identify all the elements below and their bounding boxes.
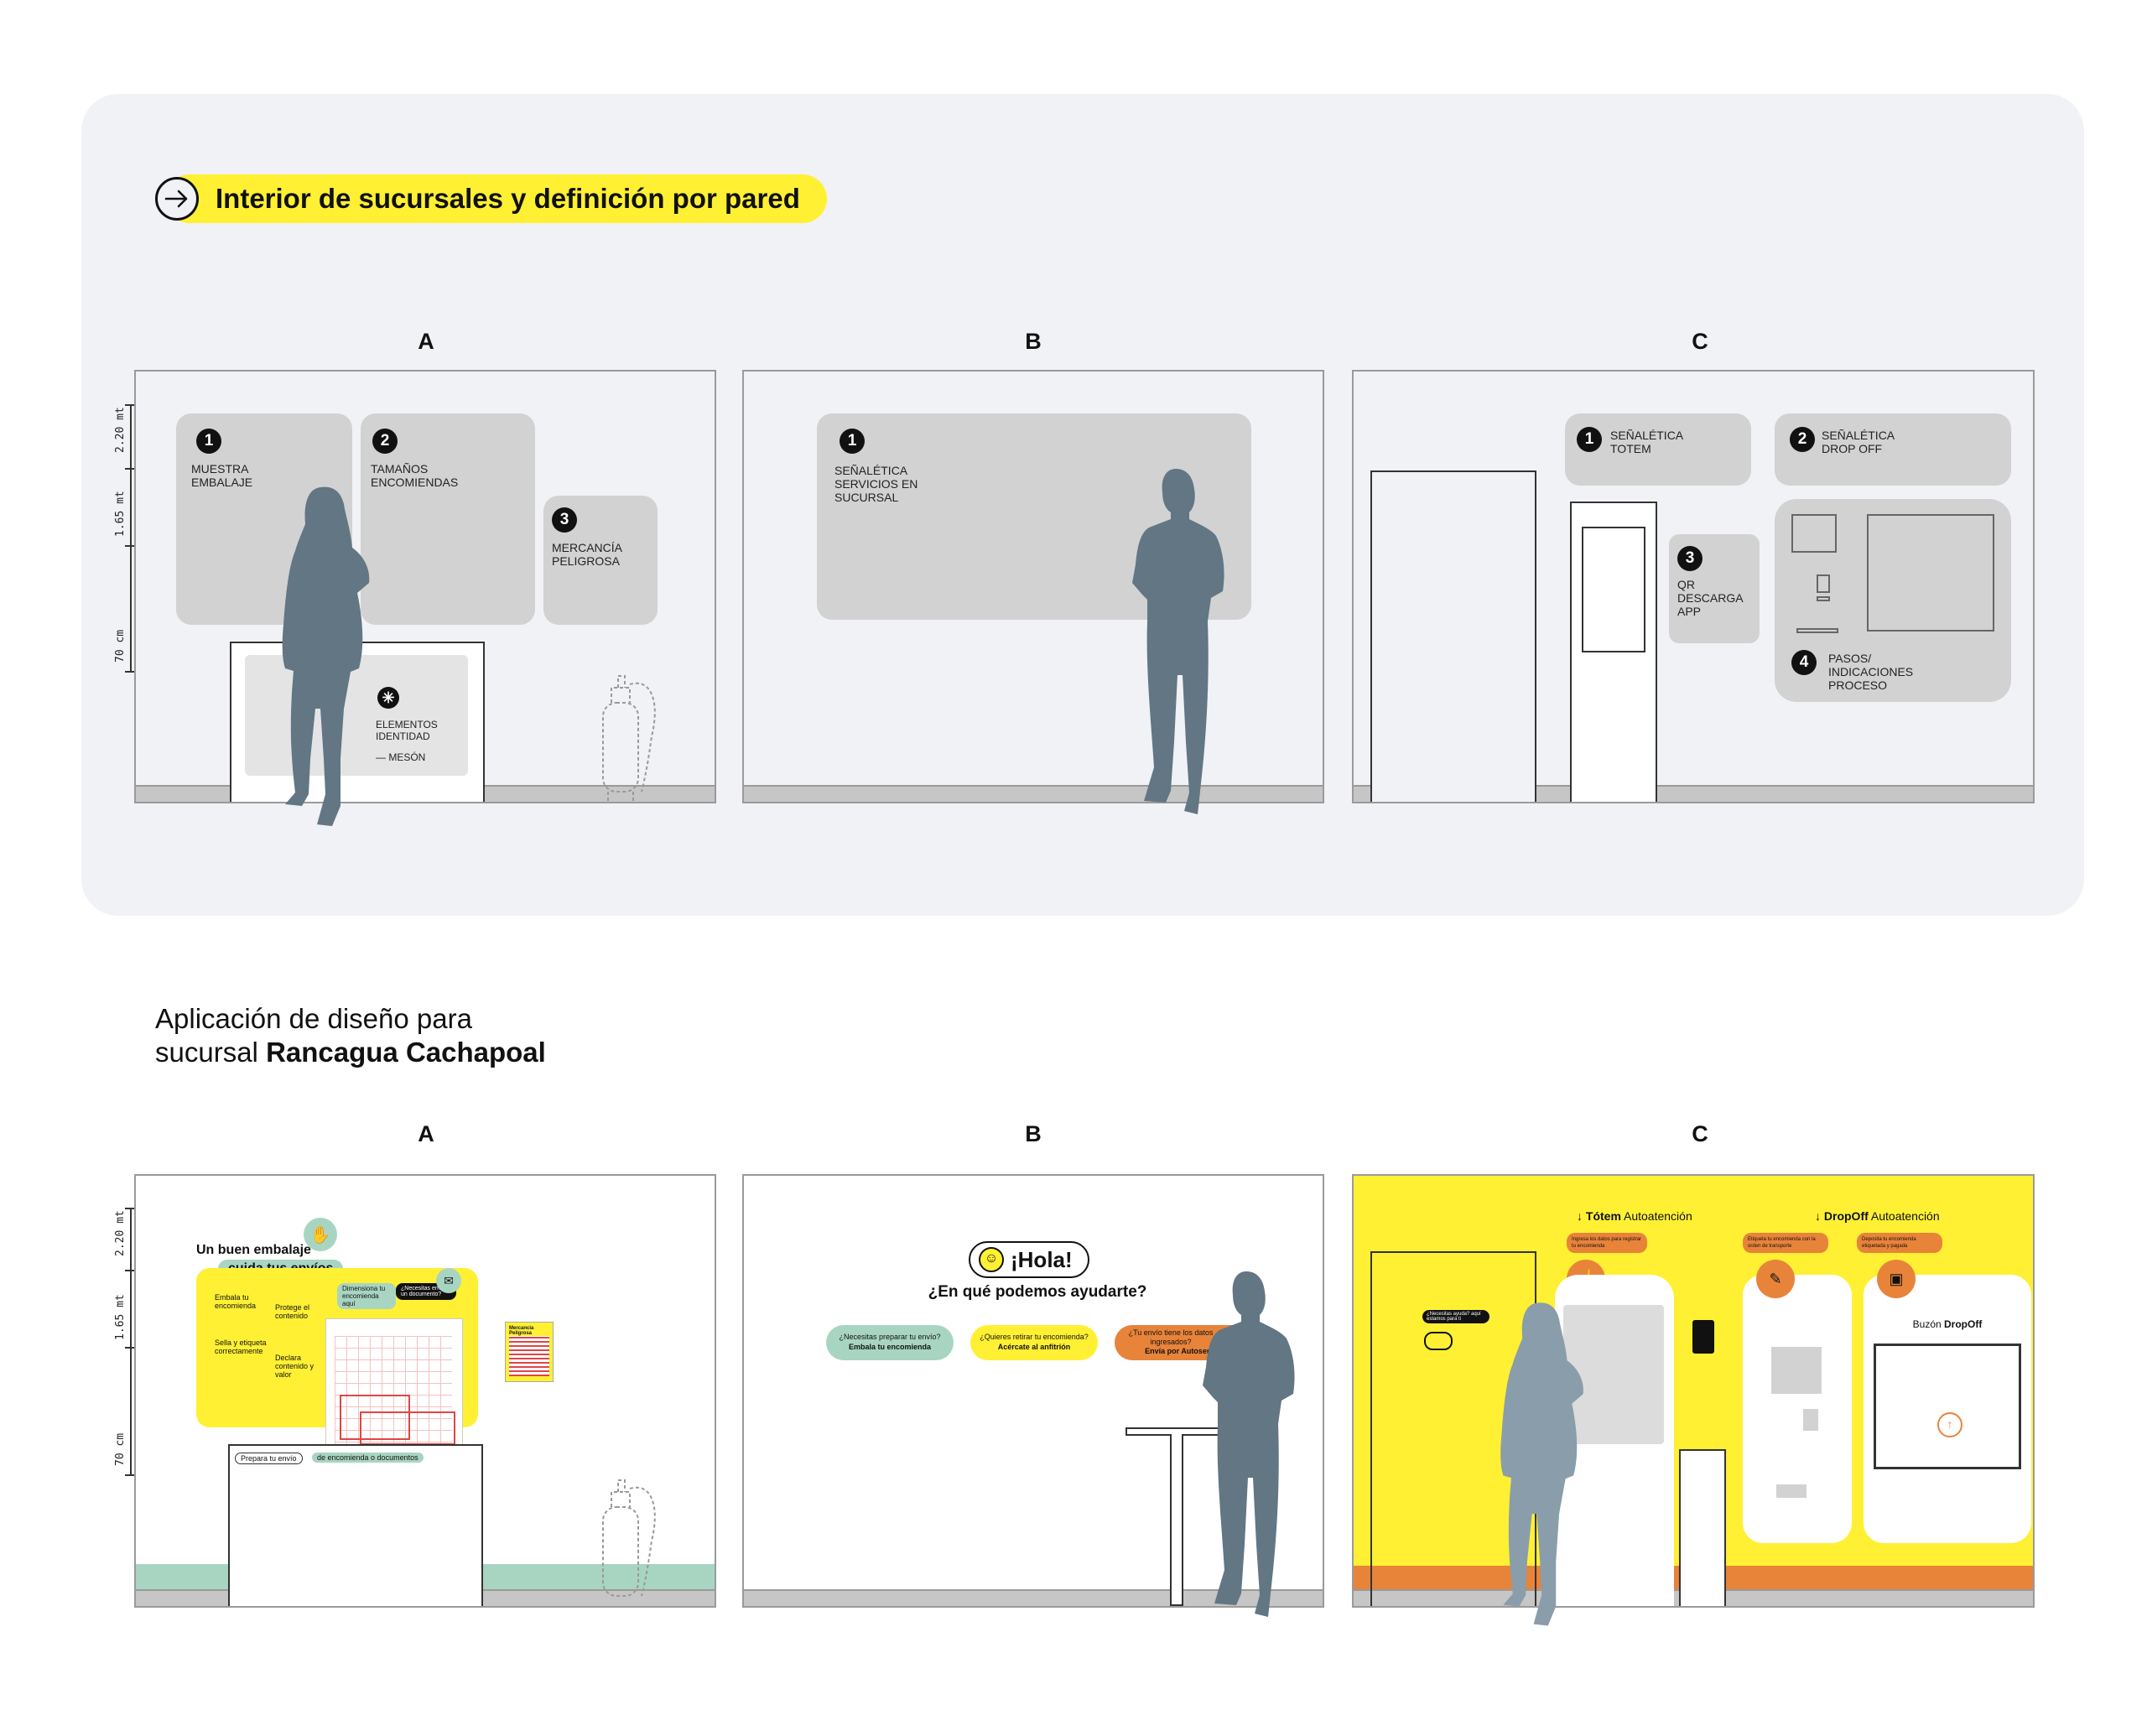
buzon-panel: Buzón DropOff ↑ — [1864, 1275, 2031, 1543]
badge-2: 2 — [1790, 427, 1815, 452]
totem-tag: Ingresa los datos para registrar tu enco… — [1567, 1233, 1647, 1253]
help-question: ¿En qué podemos ayudarte? — [928, 1283, 1147, 1301]
fire-extinguisher-icon — [602, 1479, 656, 1597]
dropoff-steps-panel — [1743, 1275, 1852, 1543]
wall-c-design: ¿Necesitas ayuda? aquí estamos para ti ↓… — [1352, 1174, 2035, 1608]
label-pasos: PASOS/ INDICACIONES PROCESO — [1828, 652, 1914, 692]
step-protege: Protege el contenido — [275, 1303, 310, 1320]
label-muestra-embalaje: MUESTRA EMBALAJE — [191, 462, 253, 489]
woman-silhouette — [282, 486, 370, 826]
scale-220: 2.20 mt — [114, 407, 127, 453]
arrow-right-icon — [155, 177, 199, 221]
asterisk-icon: ✳ — [377, 687, 399, 709]
branch-name: Rancagua Cachapoal — [266, 1037, 546, 1068]
buzon-title: Buzón DropOff — [1912, 1318, 1983, 1330]
wall-a-design: Un buen embalaje cuida tus envíos ✋ Emba… — [134, 1174, 716, 1608]
label-identidad: ELEMENTOS IDENTIDAD — [376, 719, 438, 742]
scale-165: 1.65 mt — [114, 491, 127, 537]
help-bubble: ¿Necesitas ayuda? aquí estamos para ti — [1422, 1310, 1489, 1323]
column-letter-b: B — [1025, 1121, 1042, 1146]
column-letter-b: B — [1025, 329, 1042, 354]
arrow-up-icon: ↑ — [1937, 1412, 1962, 1437]
counter-label-encomienda: de encomienda o documentos — [312, 1453, 424, 1463]
step-embala: Embala tu encomienda — [215, 1293, 257, 1310]
woman-silhouette — [1500, 1302, 1583, 1626]
badge-4: 4 — [1791, 650, 1817, 675]
badge-1: 1 — [840, 429, 865, 454]
box-icon: ▣ — [1877, 1260, 1916, 1298]
label-servicios: SEÑALÉTICA SERVICIOS EN SUCURSAL — [834, 464, 918, 504]
counter-label-prepara: Prepara tu envío — [235, 1453, 303, 1464]
subtitle-line-2: sucursal Rancagua Cachapoal — [155, 1037, 546, 1068]
man-silhouette — [1203, 1271, 1295, 1617]
wall-c-plan: 1 SEÑALÉTICA TOTEM 2 SEÑALÉTICA DROP OFF… — [1352, 370, 2035, 803]
dangerous-goods-poster: Mercancía Peligrosa — [505, 1322, 554, 1382]
meson-counter — [228, 1444, 483, 1606]
label-meson: — MESÓN — [376, 751, 426, 763]
smile-icon: ☺ — [979, 1247, 1004, 1272]
section-title: Interior de sucursales y definición por … — [155, 174, 827, 224]
scale-70: 70 cm — [114, 1432, 127, 1466]
label-icon: ✎ — [1756, 1260, 1795, 1298]
label-totem: SEÑALÉTICA TOTEM — [1610, 429, 1684, 455]
totem-heading: ↓ Tótem Autoatención — [1577, 1209, 1692, 1223]
scale-220: 2.20 mt — [114, 1210, 127, 1256]
label-qr: QR DESCARGA APP — [1677, 578, 1744, 618]
pill-prepare: ¿Necesitas preparar tu envío? Embala tu … — [826, 1325, 954, 1360]
label-mercancia: MERCANCÍA PELIGROSA — [552, 541, 623, 568]
application-subtitle: Aplicación de diseño para sucursal Ranca… — [155, 1002, 546, 1069]
hand-icon: ✋ — [304, 1218, 337, 1251]
badge-1: 1 — [196, 429, 221, 454]
label-drop-off: SEÑALÉTICA DROP OFF — [1822, 429, 1895, 455]
chat-icon — [1424, 1332, 1453, 1350]
column-letter-c: C — [1692, 1121, 1708, 1146]
scale-70: 70 cm — [114, 629, 127, 663]
man-silhouette — [1132, 469, 1224, 814]
dropoff-tag-deposita: Deposita tu encomienda etiquetada y paga… — [1857, 1233, 1942, 1253]
wall-a-plan: 1 MUESTRA EMBALAJE 2 TAMAÑOS ENCOMIENDAS… — [134, 370, 716, 803]
door — [1370, 470, 1536, 802]
step-sella: Sella y etiqueta correctamente — [215, 1338, 267, 1355]
hola-text: ¡Hola! — [1011, 1246, 1073, 1272]
fire-extinguisher-icon — [602, 675, 656, 802]
column-letter-c: C — [1692, 329, 1708, 354]
totem-machine — [1570, 502, 1657, 802]
scale-165: 1.65 mt — [114, 1294, 127, 1340]
wall-b-plan: 1 SEÑALÉTICA SERVICIOS EN SUCURSAL — [742, 370, 1324, 803]
badge-2: 2 — [372, 429, 398, 454]
badge-3: 3 — [552, 507, 577, 533]
stand — [1679, 1449, 1726, 1606]
pill-retirar: ¿Quieres retirar tu encomienda? Acércate… — [970, 1325, 1098, 1360]
dropoff-tag-etiqueta: Etiqueta tu encomienda con la orden de t… — [1743, 1233, 1828, 1253]
hola-bubble: ☺ ¡Hola! — [969, 1241, 1089, 1278]
subtitle-line-1: Aplicación de diseño para — [155, 1003, 472, 1034]
column-letter-a: A — [418, 329, 434, 354]
qr-code-icon — [1692, 1320, 1714, 1354]
badge-3: 3 — [1677, 546, 1703, 571]
column-letter-a: A — [418, 1121, 434, 1146]
sign-drop-off — [1775, 413, 2011, 486]
dimension-label: Dimensiona tu encomienda aquí — [337, 1283, 396, 1309]
badge-1: 1 — [1577, 427, 1602, 452]
envelope-icon: ✉ — [436, 1268, 461, 1293]
headline-buen-embalaje: Un buen embalaje — [196, 1243, 311, 1257]
section-title-text: Interior de sucursales y definición por … — [165, 174, 827, 223]
dimension-grid — [325, 1318, 463, 1461]
step-declara: Declara contenido y valor — [275, 1354, 315, 1379]
label-tamanos: TAMAÑOS ENCOMIENDAS — [371, 462, 459, 489]
dropoff-heading: ↓ DropOff Autoatención — [1815, 1209, 1940, 1223]
